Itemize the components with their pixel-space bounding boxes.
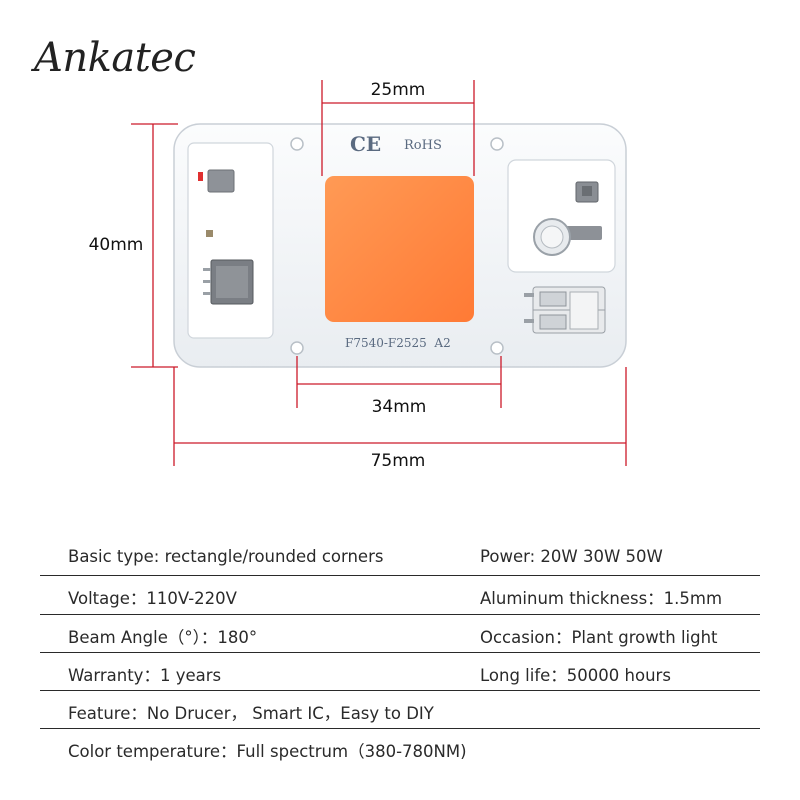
mount-hole xyxy=(490,341,504,355)
dim-label-left: 40mm xyxy=(89,235,144,255)
chip-pin xyxy=(203,268,211,271)
ce-mark: CE xyxy=(350,132,381,156)
spec-basic-type: Basic type: rectangle/rounded corners xyxy=(68,547,384,566)
spec-row: Basic type: rectangle/rounded corners Po… xyxy=(40,538,760,577)
chip-tiny xyxy=(206,230,213,237)
brand-logo: Ankatec xyxy=(34,35,196,81)
chip-pin xyxy=(203,280,211,283)
spec-row: Feature：No Drucer， Smart IC，Easy to DIY xyxy=(40,691,760,730)
led-board-diagram: CE RoHS F7540-F2525 A2 xyxy=(89,80,627,471)
spec-row: Warranty：1 years Long life：50000 hours xyxy=(40,653,760,692)
component-lead xyxy=(562,226,602,240)
spec-table: Basic type: rectangle/rounded corners Po… xyxy=(40,538,760,768)
dim-label-top: 25mm xyxy=(371,80,426,100)
spec-power: Power: 20W 30W 50W xyxy=(480,547,663,566)
rohs-mark: RoHS xyxy=(404,138,442,153)
terminal-pin xyxy=(524,293,534,297)
spec-thickness: Aluminum thickness：1.5mm xyxy=(480,589,723,609)
red-indicator xyxy=(198,172,203,181)
chip-pin xyxy=(203,292,211,295)
spec-occasion: Occasion：Plant growth light xyxy=(480,627,718,647)
spec-beam-angle: Beam Angle（°）：180° xyxy=(68,627,258,647)
model-number: F7540-F2525 A2 xyxy=(345,336,451,350)
led-emitter xyxy=(325,176,474,322)
dim-label-bottom: 75mm xyxy=(371,451,426,471)
terminal-pin xyxy=(524,319,534,323)
spec-lifespan: Long life：50000 hours xyxy=(480,665,671,685)
spec-row: Beam Angle（°）：180° Occasion：Plant growth… xyxy=(40,615,760,653)
spec-color-temperature: Color temperature：Full spectrum（380-780N… xyxy=(68,742,467,762)
dim-label-mid: 34mm xyxy=(372,397,427,417)
chip-small-top xyxy=(207,169,235,193)
driver-panel-right xyxy=(507,159,616,273)
mount-hole xyxy=(290,341,304,355)
spec-feature: Feature：No Drucer， Smart IC，Easy to DIY xyxy=(68,704,434,724)
spec-row: Color temperature：Full spectrum（380-780N… xyxy=(40,729,760,767)
spec-voltage: Voltage：110V-220V xyxy=(68,589,237,609)
spec-row: Voltage：110V-220V Aluminum thickness：1.5… xyxy=(40,576,760,615)
spec-warranty: Warranty：1 years xyxy=(68,665,222,685)
mount-hole xyxy=(490,137,504,151)
mount-hole xyxy=(290,137,304,151)
